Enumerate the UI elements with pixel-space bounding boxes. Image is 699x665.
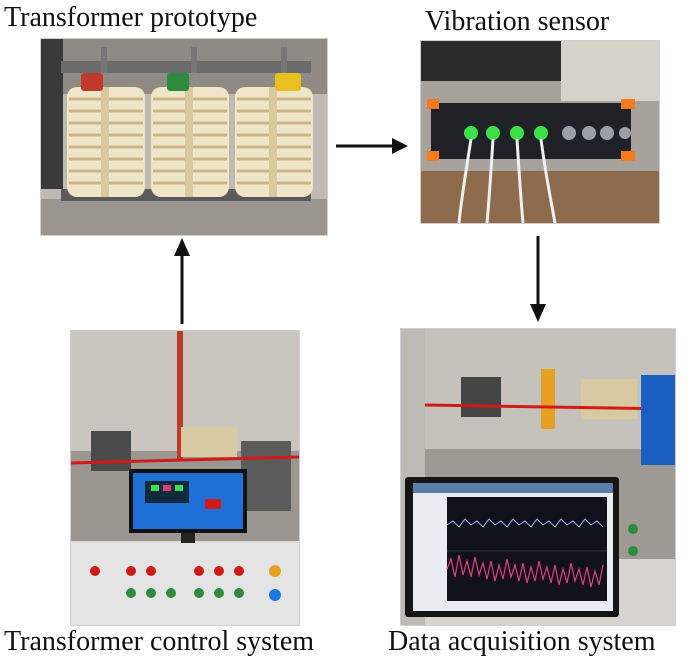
arrow-right-icon — [336, 138, 408, 154]
label-transformer-control-system: Transformer control system — [4, 626, 315, 657]
label-data-acquisition-system: Data acquisition system — [388, 626, 656, 657]
arrow-up-icon — [174, 238, 190, 324]
arrow-down-icon — [530, 236, 546, 322]
photo-transformer-prototype — [40, 38, 328, 236]
label-transformer-prototype: Transformer prototype — [4, 2, 258, 33]
photo-data-acquisition-system — [400, 328, 676, 626]
photo-vibration-sensor — [420, 40, 660, 224]
photo-transformer-control-system — [70, 330, 300, 626]
label-vibration-sensor: Vibration sensor — [425, 6, 610, 37]
